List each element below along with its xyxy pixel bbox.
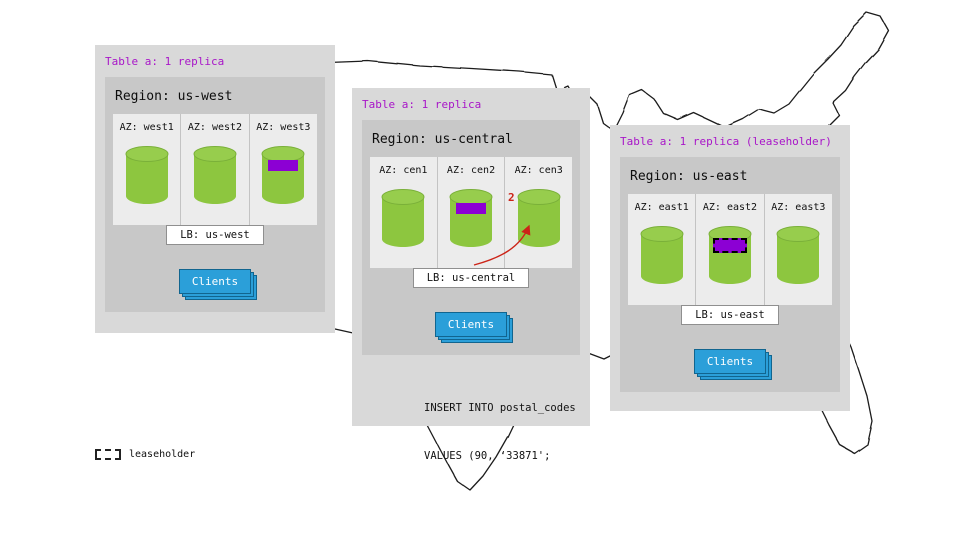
table-replica-label: Table a: 1 replica [105,54,225,68]
region-panel-us-west: Table a: 1 replica Region: us-west AZ: w… [95,45,335,333]
table-replica-label: Table a: 1 replica (leaseholder) [620,134,832,148]
az-column-east3: AZ: east3 [765,194,832,305]
database-cylinder-icon [776,226,820,284]
az-label: AZ: east1 [634,202,689,213]
region-panel-us-east: Table a: 1 replica (leaseholder) Region:… [610,125,850,411]
az-box: AZ: east1 AZ: east2 [628,194,832,305]
database-node [447,188,495,250]
replica-marker [268,160,299,171]
sql-query-annotation: INSERT INTO postal_codes VALUES (90, ‘33… [424,367,590,497]
az-label: AZ: cen2 [446,165,496,176]
database-cylinder-icon [640,226,684,284]
database-node [638,225,686,287]
az-label: AZ: west2 [187,122,243,133]
arrow-step-number: 2 [508,191,515,204]
database-cylinder-icon [517,189,561,247]
database-node [191,145,239,207]
load-balancer-label: LB: us-central [426,272,516,284]
region-panel-us-central: Table a: 1 replica Region: us-central AZ… [352,88,590,462]
az-label: AZ: cen3 [514,165,563,176]
az-label: AZ: west3 [256,122,311,133]
sql-query-line1: INSERT INTO postal_codes [424,401,576,414]
az-box: AZ: west1 AZ: west2 [113,114,317,225]
clients-button[interactable]: Clients [694,349,766,374]
database-node [123,145,171,207]
az-column-cen1: AZ: cen1 [370,157,438,268]
az-box: AZ: cen1 AZ: cen2 [370,157,572,268]
region-title: Region: us-central [372,132,513,147]
database-node [774,225,822,287]
legend-label: leaseholder [129,449,196,460]
clients-button[interactable]: Clients [179,269,251,294]
az-column-west2: AZ: west2 [181,114,250,225]
region-title: Region: us-east [630,169,748,184]
database-node [259,145,307,207]
database-cylinder-icon [449,189,493,247]
table-replica-header: Table a: 1 replica (leaseholder) [610,125,850,157]
leaseholder-swatch-icon [95,449,121,460]
database-cylinder-icon [193,146,237,204]
az-label: AZ: east3 [771,202,826,213]
clients-button[interactable]: Clients [435,312,507,337]
load-balancer-us-west: LB: us-west [166,225,264,245]
az-label: AZ: east2 [702,202,758,213]
database-node [379,188,427,250]
clients-stack: Clients [179,269,257,300]
leaseholder-replica-marker [712,238,747,253]
az-label: AZ: cen1 [379,165,428,176]
az-column-cen3: AZ: cen3 [505,157,572,268]
az-column-west1: AZ: west1 [113,114,182,225]
az-column-west3: AZ: west3 [250,114,317,225]
database-node [515,188,563,250]
clients-stack: Clients [694,349,772,380]
database-cylinder-icon [708,226,752,284]
region-box-us-central: Region: us-central AZ: cen1 AZ: cen2 [362,120,580,355]
database-cylinder-icon [125,146,169,204]
table-replica-label: Table a: 1 replica [362,97,482,111]
sql-query-line2: VALUES (90, ‘33871'; [424,450,551,463]
table-replica-header: Table a: 1 replica [352,88,590,120]
az-column-east2: AZ: east2 [696,194,765,305]
load-balancer-us-east: LB: us-east [681,305,779,325]
database-node [706,225,754,287]
load-balancer-label: LB: us-east [695,309,765,321]
clients-stack: Clients [435,312,513,343]
load-balancer-us-central: LB: us-central [412,268,530,288]
database-cylinder-icon [261,146,305,204]
region-box-us-west: Region: us-west AZ: west1 AZ: west2 [105,77,325,312]
region-box-us-east: Region: us-east AZ: east1 AZ: east2 [620,157,840,392]
az-column-east1: AZ: east1 [628,194,697,305]
legend: leaseholder [95,449,195,460]
table-replica-header: Table a: 1 replica [95,45,335,77]
load-balancer-label: LB: us-west [180,229,250,241]
database-cylinder-icon [381,189,425,247]
region-title: Region: us-west [115,89,233,104]
replica-marker [456,203,486,214]
az-label: AZ: west1 [119,122,174,133]
az-column-cen2: AZ: cen2 [438,157,506,268]
